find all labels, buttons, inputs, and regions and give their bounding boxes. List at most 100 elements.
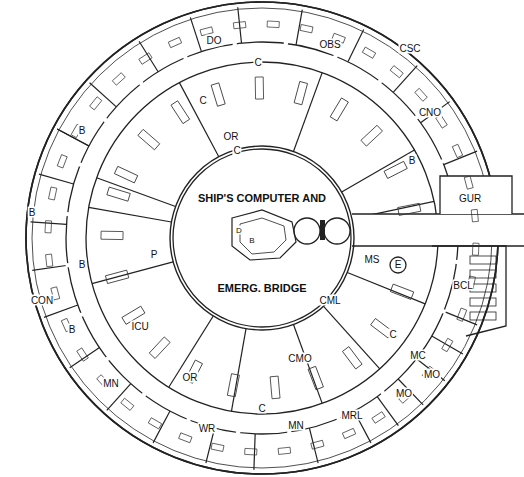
room-code: B <box>408 155 417 166</box>
furniture <box>45 221 52 233</box>
door-gap <box>380 390 384 394</box>
room-wall <box>324 306 380 368</box>
door-gap <box>236 430 240 434</box>
door-gap <box>139 81 143 85</box>
furniture <box>139 53 152 65</box>
room-code: BCL <box>452 280 473 291</box>
bed <box>227 374 239 397</box>
bed <box>294 81 307 104</box>
bed <box>398 203 421 215</box>
door-gap <box>65 212 69 216</box>
room-code: C <box>198 95 207 106</box>
room-wall <box>342 150 415 192</box>
room-wall <box>179 83 218 157</box>
room-wall <box>293 324 322 403</box>
furniture <box>77 348 89 361</box>
furniture <box>179 433 192 443</box>
door-gap <box>103 118 107 122</box>
furniture <box>471 209 478 222</box>
room-wall <box>139 41 158 72</box>
room-code: C <box>253 57 262 68</box>
furniture <box>233 22 246 29</box>
furniture <box>342 428 355 438</box>
bed <box>105 270 128 283</box>
room-wall <box>92 262 173 284</box>
room-wall <box>416 359 444 381</box>
inner-ring-wall <box>170 146 354 330</box>
room-code: CMO <box>287 353 312 364</box>
furniture <box>464 176 473 189</box>
room-code: P <box>150 249 159 260</box>
room-wall <box>90 83 117 107</box>
room-wall <box>238 7 242 43</box>
room-code: B <box>78 259 87 270</box>
room-wall <box>444 151 477 164</box>
room-wall <box>169 316 214 387</box>
room-wall <box>70 348 100 368</box>
room-code: ICU <box>130 321 149 332</box>
door-gap <box>186 418 190 422</box>
furniture <box>168 37 181 47</box>
bed <box>384 161 407 178</box>
door-gap <box>105 356 109 360</box>
room-wall <box>348 29 364 61</box>
room-title: EMERG. BRIDGE <box>217 282 306 295</box>
room-wall <box>432 336 463 354</box>
bed <box>330 98 348 121</box>
room-code: CON <box>30 295 54 306</box>
furniture <box>452 144 462 157</box>
room-wall <box>377 397 398 426</box>
gur-room <box>440 176 512 214</box>
room-code: B <box>68 324 77 335</box>
door-gap <box>284 41 288 45</box>
door-gap <box>183 55 187 59</box>
room-code: MN <box>102 378 120 389</box>
furniture <box>278 447 291 454</box>
lift-door <box>320 220 325 240</box>
room-title: SHIP'S COMPUTER AND <box>198 192 326 205</box>
node-outline <box>173 149 351 327</box>
room-wall <box>190 17 201 51</box>
furniture <box>372 412 385 424</box>
door-gap <box>142 392 146 396</box>
lift-tube <box>324 218 350 244</box>
room-wall <box>39 174 74 184</box>
furniture <box>267 21 279 28</box>
side-corridor <box>352 214 524 246</box>
bed <box>171 101 190 124</box>
bcl-room <box>432 246 506 336</box>
room-code: C <box>257 403 266 414</box>
room-circle: E <box>389 256 407 274</box>
room-wall <box>89 207 172 222</box>
furniture <box>57 155 67 168</box>
bed <box>308 366 323 389</box>
door-gap <box>378 79 382 83</box>
bed <box>211 83 225 106</box>
bed <box>270 376 280 399</box>
furniture <box>457 308 467 321</box>
bridge-console <box>240 218 286 254</box>
bed <box>138 129 160 149</box>
bed <box>101 231 123 239</box>
furniture <box>245 448 257 455</box>
room-code: OR <box>182 372 199 383</box>
room-code: MO <box>423 369 441 380</box>
room-code: B <box>78 125 87 136</box>
room-code: MC <box>409 350 427 361</box>
furniture <box>442 338 453 351</box>
bridge-console <box>232 210 296 260</box>
furniture <box>46 254 53 267</box>
door-gap <box>233 42 237 46</box>
furniture <box>415 88 427 101</box>
bed <box>114 166 137 183</box>
room-code: CNO <box>418 107 442 118</box>
furniture <box>211 443 224 451</box>
room-code: MN <box>287 420 305 431</box>
bunk <box>470 298 496 306</box>
room-code: MS <box>364 254 381 265</box>
furniture <box>90 97 102 110</box>
room-wall <box>296 10 302 45</box>
furniture <box>472 243 479 255</box>
room-wall <box>444 311 477 324</box>
